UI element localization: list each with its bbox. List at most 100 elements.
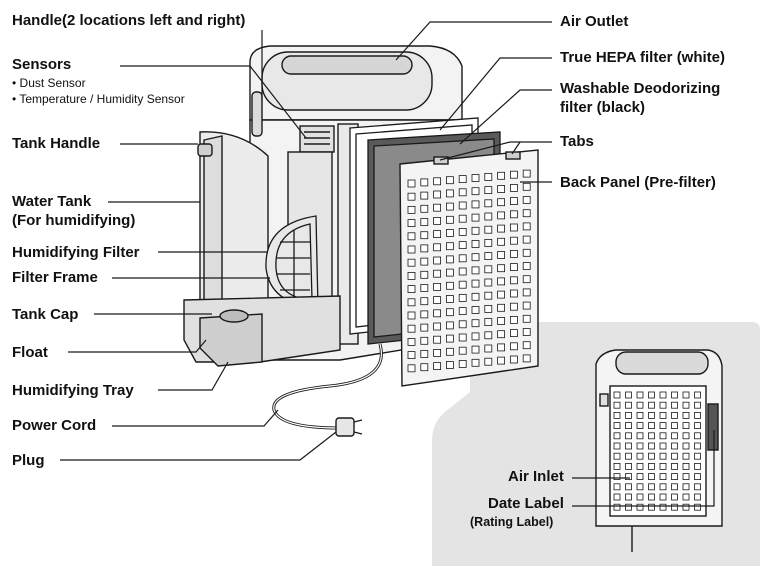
perforation-hole [682,503,690,511]
perforation-hole [433,177,442,186]
perforation-hole [420,231,429,240]
perforation-hole [433,256,442,265]
label-filter-frame: Filter Frame [12,269,98,286]
perforation-hole [484,318,493,327]
perforation-hole [497,185,506,193]
perforation-hole [671,422,678,430]
perforation-hole [420,363,429,372]
perforation-hole [694,442,701,450]
label-plug: Plug [12,452,45,469]
perforation-hole [445,202,454,211]
perforation-hole [522,328,531,336]
perforation-hole [433,243,442,252]
perforation-hole [458,320,467,329]
perforation-hole [445,242,454,251]
perforation-hole [659,452,667,460]
label-humidifying-filter: Humidifying Filter [12,244,140,261]
perforation-hole [484,186,493,195]
perforation-hole [625,493,632,501]
perforation-hole [659,411,667,419]
label-handle: Handle(2 locations left and right) [12,12,246,29]
perforation-hole [484,238,493,247]
perforation-hole [613,432,621,440]
label-tank-cap: Tank Cap [12,306,79,323]
perforation-hole [522,182,531,191]
perforation-hole [613,452,621,460]
perforation-hole [694,462,701,470]
perforation-hole [625,422,632,430]
perforation-hole [497,343,506,352]
perforation-hole [420,297,429,306]
perforation-hole [671,442,678,450]
perforation-hole [433,282,442,291]
perforation-hole [648,493,655,501]
perforation-hole [484,344,493,353]
perforation-hole [671,462,678,470]
perforation-hole [648,462,655,470]
perforation-hole [433,269,442,278]
label-humidifying-tray: Humidifying Tray [12,382,134,399]
perforation-hole [458,175,467,184]
perforation-hole [522,222,531,231]
perforation-hole [445,281,454,290]
perforation-hole [636,401,644,409]
perforation-hole [458,346,467,355]
label-deodorizing-filter: Washable Deodorizing [560,80,721,97]
perforation-hole [458,201,467,210]
perforation-hole [458,307,467,316]
label-float: Float [12,344,48,361]
rear-view-unit [595,349,723,552]
perforation-hole [509,302,518,311]
perforation-hole [509,315,518,324]
perforation-hole [407,351,416,360]
perforation-hole [407,285,416,294]
label-tabs: Tabs [560,133,594,150]
perforation-hole [471,240,480,248]
base-tray [183,295,341,367]
perforation-hole [694,503,701,511]
perforation-hole [659,391,667,399]
perforation-hole [458,293,467,302]
perforation-hole [484,212,493,221]
perforation-hole [420,244,429,253]
perforation-hole [445,334,454,343]
perforation-hole [659,432,667,440]
perforation-hole [694,473,701,481]
perforation-hole [636,493,644,501]
perforation-hole [497,317,506,325]
perforation-hole [484,225,493,234]
perforation-hole [484,291,493,300]
perforation-hole [613,411,621,419]
perforation-hole [471,253,480,262]
perforation-hole [522,209,531,218]
perforation-hole [433,203,442,212]
perforation-hole [497,198,506,207]
perforation-hole [471,174,480,182]
perforation-hole [509,223,518,232]
label-tank-handle: Tank Handle [12,135,101,152]
perforation-hole [522,248,531,257]
perforation-hole [407,245,416,254]
label-deodorizing-filter-color: filter (black) [560,99,646,116]
perforation-hole [636,391,644,399]
label-temp-humidity-sensor: • Temperature / Humidity Sensor [12,92,185,106]
rear-inlet-grid [613,391,701,511]
perforation-hole [671,493,678,501]
perforation-hole [458,254,467,263]
perforation-hole [445,229,454,237]
perforation-hole [497,330,506,339]
perforation-hole [694,483,701,491]
perforation-hole [509,183,518,192]
perforation-hole [522,341,531,350]
label-sensors: Sensors [12,56,72,73]
perforation-hole [694,452,701,460]
perforation-hole [694,411,701,419]
perforation-hole [682,483,690,491]
perforation-hole [509,289,518,298]
perforation-hole [407,192,416,201]
perforation-hole [522,288,531,297]
perforation-hole [471,345,480,354]
perforation-hole [420,204,429,213]
perforation-hole [445,361,454,369]
perforation-hole [445,215,454,224]
